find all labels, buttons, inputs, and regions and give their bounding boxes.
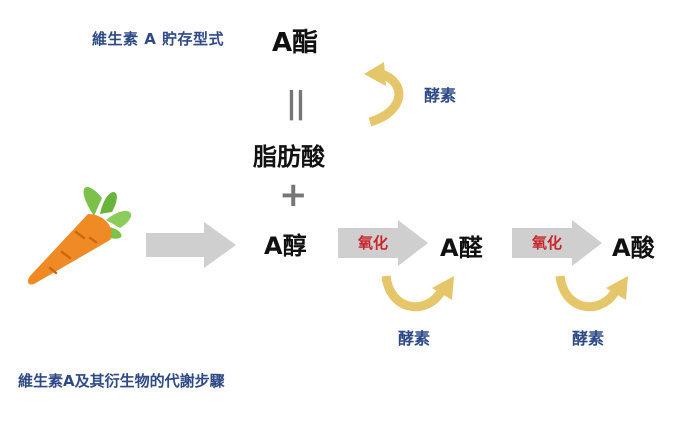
storage-form-label: 維生素 A 貯存型式 — [92, 30, 225, 48]
fatty-acid-label: 脂肪酸 — [253, 143, 325, 171]
oxidation-arrow-2 — [512, 220, 602, 266]
oxidation-label-1: 氧化 — [358, 234, 389, 252]
retinol-label: A醇 — [264, 232, 307, 260]
retinyl-ester-label: A酯 — [272, 28, 319, 58]
oxidation-arrow-1 — [338, 220, 428, 266]
retinal-label: A醛 — [440, 234, 483, 262]
gray-arrow-icon — [146, 222, 236, 268]
enzyme-label-mid: 酵素 — [398, 329, 431, 348]
equals-glyph: || — [286, 86, 306, 121]
retinoic-acid-label: A酸 — [612, 234, 655, 262]
diagram-caption: 維生素A及其衍生物的代謝步驟 — [18, 372, 225, 390]
enzyme-label-right: 酵素 — [572, 329, 605, 348]
oxidation-label-2: 氧化 — [532, 234, 563, 252]
curved-arrow-icon — [555, 275, 628, 312]
carrot-icon — [27, 186, 132, 285]
curved-arrow-icon — [381, 275, 454, 312]
curved-arrow-icon — [364, 62, 404, 127]
plus-symbol: + — [279, 175, 308, 215]
enzyme-label-top: 酵素 — [424, 86, 457, 105]
equals-symbol: || — [286, 86, 306, 121]
